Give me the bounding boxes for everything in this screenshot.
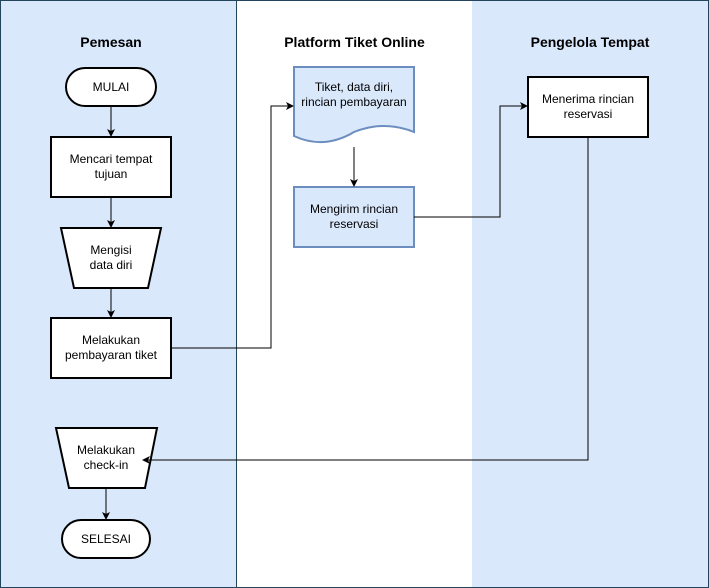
lane-title-pengelola: Pengelola Tempat [530, 34, 650, 50]
menerima-label: Menerima rincian reservasi [541, 92, 635, 121]
mencari-label: Mencari tempat tujuan [69, 152, 153, 181]
lane-title-pemesan: Pemesan [80, 34, 142, 50]
edge-pembayaran-tiket [171, 102, 294, 349]
selesai-label: SELESAI [80, 531, 132, 546]
end-terminator[interactable] [61, 519, 151, 559]
menerima-process[interactable] [527, 76, 649, 138]
pembayaran-label: Melakukan pembayaran tiket [64, 333, 158, 362]
lane-title-platform: Platform Tiket Online [284, 34, 425, 50]
checkin-label: Melakukan check-in [76, 443, 136, 472]
mengisi-label: Mengisi data diri [89, 243, 133, 272]
tiket-label: Tiket, data diri, rincian pembayaran [301, 80, 407, 109]
checkin-manual-op[interactable] [54, 427, 159, 489]
mengirim-process[interactable] [293, 186, 415, 248]
edge-menerima-checkin [142, 137, 589, 464]
tiket-document[interactable] [293, 66, 415, 144]
mengirim-label: Mengirim rincian reservasi [309, 202, 399, 231]
mulai-label: MULAI [92, 79, 130, 94]
mengisi-manual-op[interactable] [59, 227, 163, 289]
edge-mengirim-menerima [414, 102, 528, 218]
pembayaran-process[interactable] [50, 317, 172, 379]
